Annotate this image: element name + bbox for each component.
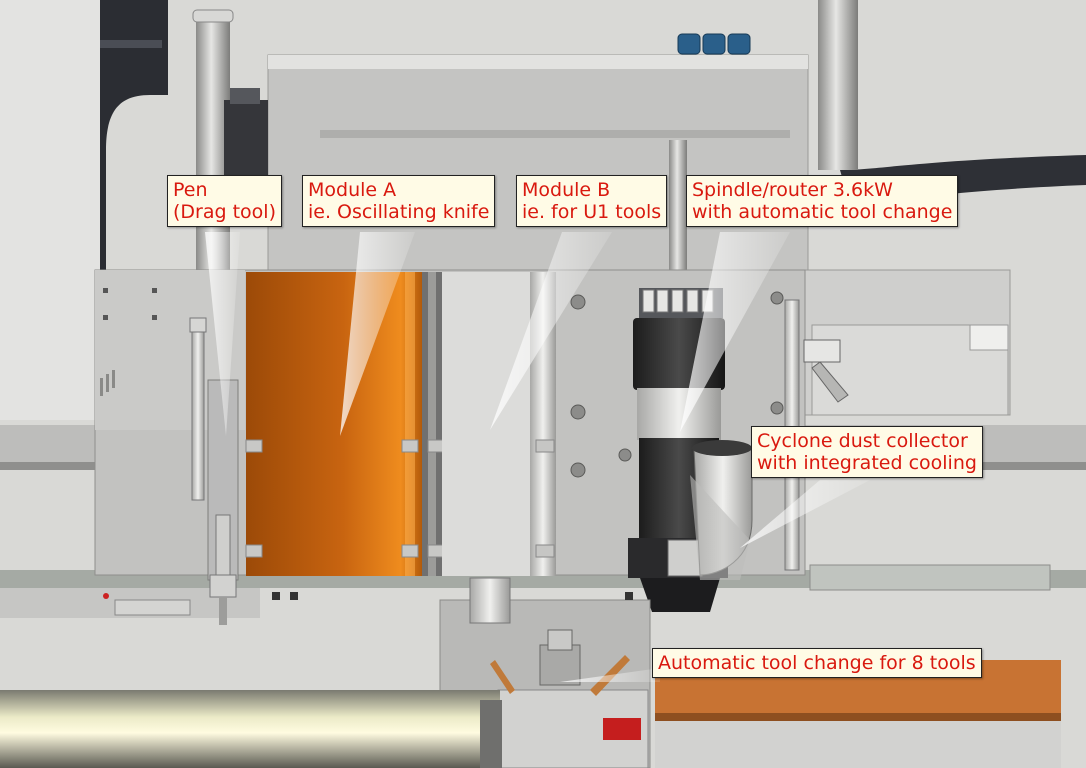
label-module-b: Module B ie. for U1 tools bbox=[516, 175, 668, 227]
label-spindle: Spindle/router 3.6kW with automatic tool… bbox=[686, 175, 959, 227]
label-tool-change: Automatic tool change for 8 tools bbox=[652, 648, 982, 678]
label-cyclone: Cyclone dust collector with integrated c… bbox=[751, 426, 983, 478]
label-module-a: Module A ie. Oscillating knife bbox=[302, 175, 496, 227]
label-pen: Pen (Drag tool) bbox=[167, 175, 282, 227]
